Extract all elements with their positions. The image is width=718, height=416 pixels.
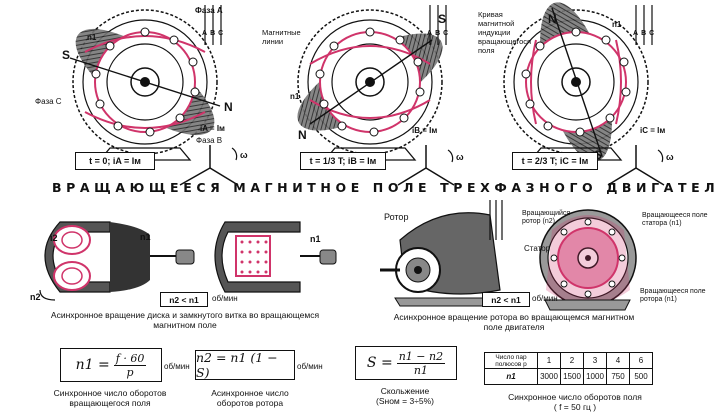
- rotor-field-label: Вращающееся поле ротора (n1): [640, 288, 706, 303]
- m1-time-box: t = 0; iA = Iм: [75, 152, 155, 170]
- formula-asynchronous: n2 = n1 (1 − S): [195, 350, 295, 380]
- m3-n1-label: n1: [612, 20, 622, 29]
- table-caption-2: ( f = 50 гц ): [553, 402, 597, 412]
- motor-3: [503, 2, 665, 186]
- formula-slip: S = n1 − n2 n1: [355, 346, 457, 380]
- table-p-cell: 3: [583, 352, 607, 369]
- table-p-cell: 1: [537, 352, 561, 369]
- rotating-rotor-label: Вращающийся ротор (n2): [522, 210, 571, 225]
- table-p-cell: 4: [606, 352, 630, 369]
- m2-n1-label: n1: [290, 92, 300, 101]
- f1-den: p: [126, 365, 134, 379]
- mid-n1-label-right: n1: [310, 234, 321, 244]
- f3-num: n1 − n2: [396, 349, 446, 364]
- f1-caption: Синхронное число оборотов вращающегося п…: [53, 388, 167, 408]
- f3-caption: Скольжение: [380, 386, 430, 396]
- table-n-cell: 750: [606, 368, 630, 385]
- m2-ib-label: iB = Iм: [412, 126, 438, 135]
- f3-lhs: S =: [366, 355, 393, 371]
- m2-omega: ω: [456, 152, 464, 162]
- caption-rotor: Асинхронное вращение ротора во вращающем…: [393, 312, 635, 332]
- f1-lhs: n1 =: [75, 357, 110, 373]
- table-n-cell: 500: [629, 368, 653, 385]
- condition-box-left: n2 < n1: [160, 292, 208, 307]
- f3-caption-2: (Sном = 3÷5%): [376, 396, 434, 406]
- faza-c-label: Фаза C: [35, 97, 62, 106]
- m3-pole-s: S: [594, 148, 603, 162]
- stator-label: Статор: [524, 244, 551, 253]
- magnetic-lines-label: Магнитные линии: [262, 28, 301, 46]
- motor-1: [69, 5, 239, 186]
- table-p-cell: 2: [560, 352, 584, 369]
- f1-unit: об/мин: [164, 362, 190, 371]
- m2-pole-s: S: [438, 12, 447, 26]
- table-header-cell: Число пар полюсов p: [484, 352, 538, 369]
- f1-num: f · 60: [113, 351, 147, 366]
- m1-n1-label: n1: [87, 33, 97, 42]
- m2-time-box: t = 1/3 T; iB = Iм: [300, 152, 386, 170]
- f3-den: n1: [413, 363, 428, 377]
- m3-ic-label: iC = Iм: [640, 126, 666, 135]
- f2-caption: Асинхронное число оборотов ротора: [211, 388, 289, 408]
- motor-2: [297, 5, 455, 186]
- table-row-label: n1: [484, 368, 538, 385]
- band-title: ВРАЩАЮЩЕЕСЯ МАГНИТНОЕ ПОЛЕ ТРЕХФАЗНОГО Д…: [52, 180, 718, 195]
- disk-magnet-illustration: [39, 221, 195, 301]
- stator-illustration: [539, 209, 637, 311]
- m3-pole-n: N: [548, 12, 557, 26]
- coil-magnet-illustration: [214, 221, 337, 293]
- m1-pole-s: S: [62, 48, 71, 62]
- rotor-label: Ротор: [384, 212, 409, 222]
- m1-terminals: ABC: [202, 30, 227, 37]
- caption-disk: Асинхронное вращение диска и замкнутого …: [50, 310, 320, 330]
- table-n-cell: 3000: [537, 368, 561, 385]
- table-caption: Синхронное число оборотов поля: [508, 392, 642, 402]
- formula-synchronous: n1 = f · 60 p: [60, 348, 162, 382]
- condition-unit-right: об/мин: [532, 294, 558, 303]
- condition-unit-left: об/мин: [212, 294, 238, 303]
- mid-n1-label-left: n1: [140, 232, 151, 242]
- f2-unit: об/мин: [297, 362, 323, 371]
- m1-pole-n: N: [224, 100, 233, 114]
- condition-box-right: n2 < n1: [482, 292, 530, 307]
- rotor-illustration: [380, 200, 506, 307]
- m1-ia-label: iA = Iм: [200, 124, 225, 133]
- mid-n2-label-left: n2: [30, 292, 41, 302]
- m1-omega: ω: [240, 150, 248, 160]
- faza-a-label: Фаза A: [195, 6, 223, 15]
- m3-omega: ω: [666, 152, 674, 162]
- stator-field-label: Вращающееся поле статора (n1): [642, 212, 708, 227]
- table-n-cell: 1500: [560, 368, 584, 385]
- m3-time-box: t = 2/3 T; iC = Iм: [512, 152, 598, 170]
- m3-terminals: ABC: [633, 30, 658, 37]
- table-p-cell: 6: [629, 352, 653, 369]
- i2-label: i2: [50, 233, 58, 243]
- faza-b-label: Фаза B: [196, 136, 223, 145]
- table-n-cell: 1000: [583, 368, 607, 385]
- m2-terminals: ABC: [427, 30, 452, 37]
- pole-pairs-table: Число пар полюсов p 1 2 3 4 6 n1 3000 15…: [484, 352, 653, 385]
- m2-pole-n: N: [298, 128, 307, 142]
- induction-curve-label: Кривая магнитной индукции вращающегося п…: [478, 10, 532, 55]
